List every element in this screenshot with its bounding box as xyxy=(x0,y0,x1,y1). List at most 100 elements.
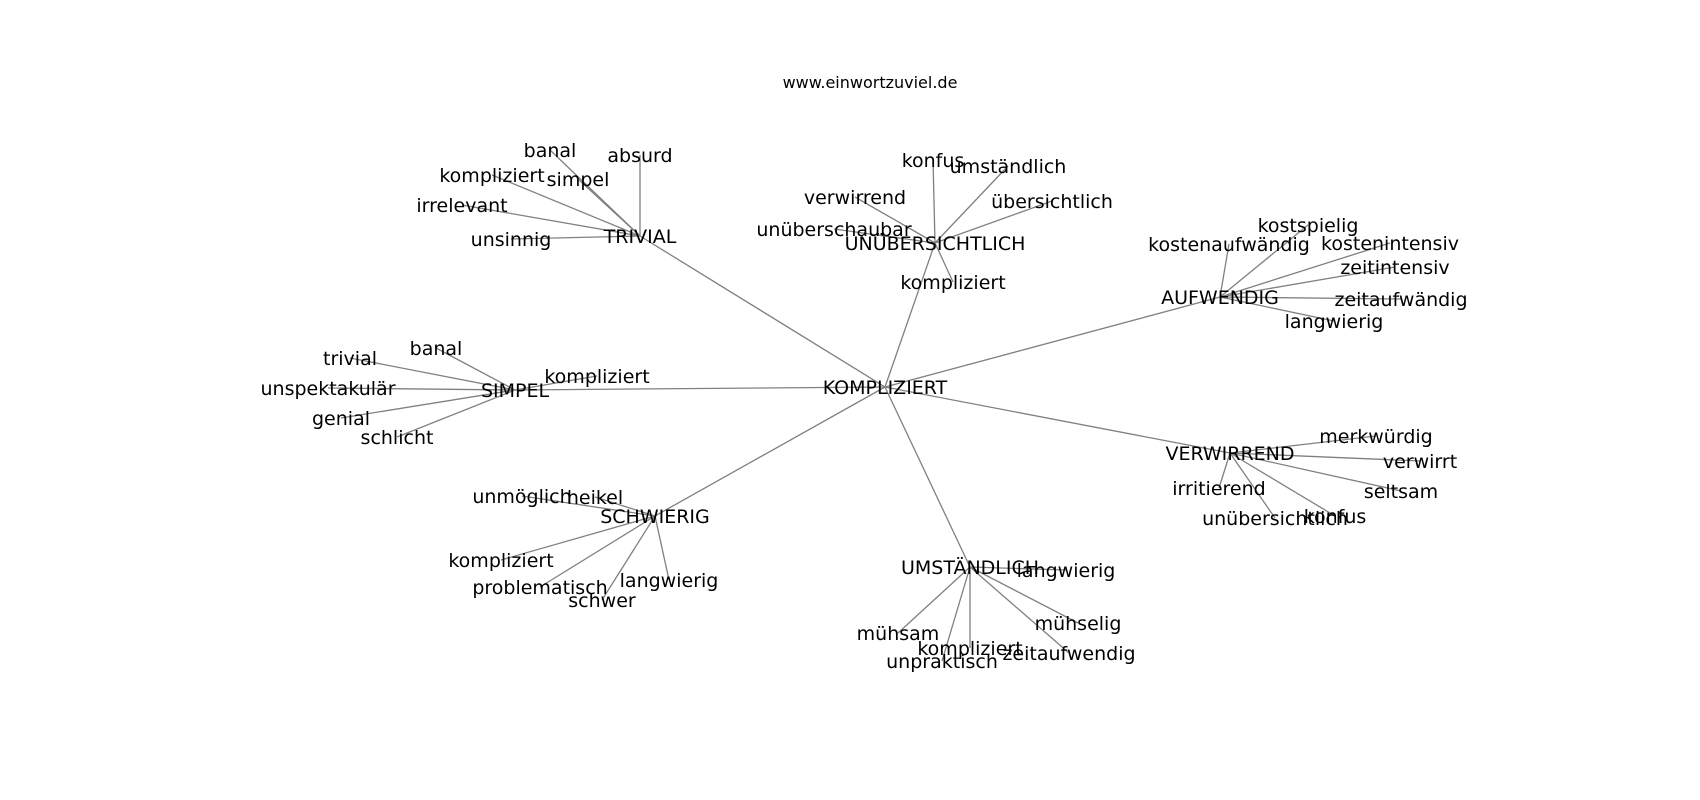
edge-unuebersichtlich-leaf xyxy=(934,242,954,283)
leaf-node-label: unpraktisch xyxy=(886,651,998,673)
leaf-node-label: kompliziert xyxy=(544,366,649,388)
node-center: KOMPLIZIERT xyxy=(823,377,948,399)
leaf-node-label: mühselig xyxy=(1035,613,1122,635)
edges-layer xyxy=(327,149,1421,662)
hub-node-trivial: TRIVIAL xyxy=(603,226,677,248)
edge-schwierig-leaf xyxy=(539,515,656,588)
leaf-node-label: verwirrend xyxy=(804,187,906,209)
leaf-node-label: kompliziert xyxy=(917,638,1022,660)
edge-schwierig-leaf xyxy=(601,515,656,601)
leaf-node-label: kostenintensiv xyxy=(1321,233,1459,255)
edge-schwierig-leaf xyxy=(594,496,656,517)
leaf-node-label: banal xyxy=(410,338,463,360)
edge-aufwendig-leaf xyxy=(1219,243,1230,298)
leaf-node-label: übersichtlich xyxy=(991,191,1113,213)
labels-layer: www.einwortzuviel.de KOMPLIZIERT banal ab… xyxy=(260,73,1467,673)
edge-center-unuebersichtlich xyxy=(884,242,936,388)
hub-node-verwirrend: VERWIRREND xyxy=(1165,443,1294,465)
leaf-node-label: unmöglich xyxy=(472,486,571,508)
leaf-node-label: unübersichtlich xyxy=(1202,508,1348,530)
edge-center-aufwendig xyxy=(884,296,1221,388)
leaf-node-label: problematisch xyxy=(472,577,607,599)
edge-unuebersichtlich-leaf xyxy=(833,228,936,244)
leaf-node-label: verwirrt xyxy=(1383,451,1457,473)
edge-aufwendig-leaf xyxy=(1219,242,1391,298)
leaf-node-label: unüberschaubar xyxy=(756,219,911,241)
leaf-node-label: unspektakulär xyxy=(260,378,395,400)
edge-aufwendig-leaf xyxy=(1219,224,1309,298)
edge-schwierig-leaf xyxy=(500,515,656,561)
edge-schwierig-leaf xyxy=(521,495,656,517)
edge-schwierig-leaf xyxy=(654,515,670,581)
leaf-node-label: kostenaufwändig xyxy=(1148,234,1310,256)
leaf-node-label: mühsam xyxy=(857,623,940,645)
leaf-node-label: kompliziert xyxy=(439,165,544,187)
leaf-node-label: kostspielig xyxy=(1258,215,1359,237)
edge-verwirrend-leaf xyxy=(1229,452,1276,519)
edge-unuebersichtlich-leaf xyxy=(932,159,936,244)
edge-aufwendig-leaf xyxy=(1219,296,1335,322)
edge-verwirrend-leaf xyxy=(1229,452,1336,517)
edge-center-umstaendlich xyxy=(884,386,971,568)
leaf-node-label: zeitaufwendig xyxy=(1002,643,1135,665)
edge-center-simpel xyxy=(514,386,886,391)
edge-trivial-leaf xyxy=(491,174,641,237)
edge-umstaendlich-leaf xyxy=(941,566,971,662)
hub-node-aufwendig: AUFWENDIG xyxy=(1161,287,1279,309)
edge-unuebersichtlich-leaf xyxy=(934,165,1009,244)
leaf-node-label: merkwürdig xyxy=(1319,426,1432,448)
leaf-node-label: schlicht xyxy=(361,427,434,449)
leaf-node-label: langwierig xyxy=(620,570,719,592)
edge-unuebersichtlich-leaf xyxy=(934,200,1053,244)
edge-simpel-leaf xyxy=(349,357,516,391)
edge-aufwendig-leaf xyxy=(1219,266,1396,298)
leaf-node-label: konfus xyxy=(1304,506,1367,528)
leaf-node-label: langwierig xyxy=(1285,311,1384,333)
leaf-node-label: kompliziert xyxy=(900,272,1005,294)
edge-umstaendlich-leaf xyxy=(969,566,1067,571)
edge-umstaendlich-leaf xyxy=(969,566,1070,654)
leaf-node-label: trivial xyxy=(323,348,377,370)
edge-simpel-leaf xyxy=(396,389,516,438)
edge-simpel-leaf xyxy=(514,375,598,391)
edge-umstaendlich-leaf xyxy=(897,566,971,634)
leaf-node-label: banal xyxy=(524,140,577,162)
hub-node-schwierig: SCHWIERIG xyxy=(600,506,710,528)
leaf-node-label: heikel xyxy=(567,487,623,509)
edge-simpel-leaf xyxy=(435,347,516,391)
leaf-node-label: langwierig xyxy=(1017,560,1116,582)
leaf-node-label: unsinnig xyxy=(471,229,552,251)
leaf-node-label: zeitintensiv xyxy=(1340,257,1449,279)
hub-node-umstaendlich: UMSTÄNDLICH xyxy=(901,556,1039,579)
edge-umstaendlich-leaf xyxy=(969,566,1079,624)
edge-verwirrend-leaf xyxy=(1218,452,1231,489)
leaf-node-label: seltsam xyxy=(1364,481,1438,503)
leaf-node-label: schwer xyxy=(568,590,636,612)
hub-node-unuebersichtlich: UNÜBERSICHTLICH xyxy=(845,232,1026,255)
edge-aufwendig-leaf xyxy=(1219,296,1402,300)
edge-center-verwirrend xyxy=(884,386,1231,454)
edge-simpel-leaf xyxy=(327,387,516,391)
leaf-node-label: irritierend xyxy=(1172,478,1265,500)
leaf-node-label: zeitaufwändig xyxy=(1334,289,1467,311)
hub-node-simpel: SIMPEL xyxy=(481,380,550,402)
leaf-node-label: absurd xyxy=(607,145,672,167)
edge-verwirrend-leaf xyxy=(1229,452,1402,492)
leaf-node-label: irrelevant xyxy=(416,195,507,217)
leaf-node-label: kompliziert xyxy=(448,550,553,572)
site-title: www.einwortzuviel.de xyxy=(783,73,958,92)
leaf-node-label: konfus xyxy=(902,150,965,172)
edge-unuebersichtlich-leaf xyxy=(854,196,936,244)
edge-trivial-leaf xyxy=(461,204,641,237)
edge-center-trivial xyxy=(639,235,886,388)
edge-verwirrend-leaf xyxy=(1229,435,1377,454)
edge-trivial-leaf xyxy=(577,178,641,237)
leaf-node-label: genial xyxy=(312,408,370,430)
edge-center-schwierig xyxy=(654,386,886,517)
leaf-node-label: umständlich xyxy=(950,156,1067,178)
edge-trivial-leaf xyxy=(510,235,641,240)
leaf-node-label: simpel xyxy=(547,169,610,191)
edge-verwirrend-leaf xyxy=(1229,452,1421,462)
